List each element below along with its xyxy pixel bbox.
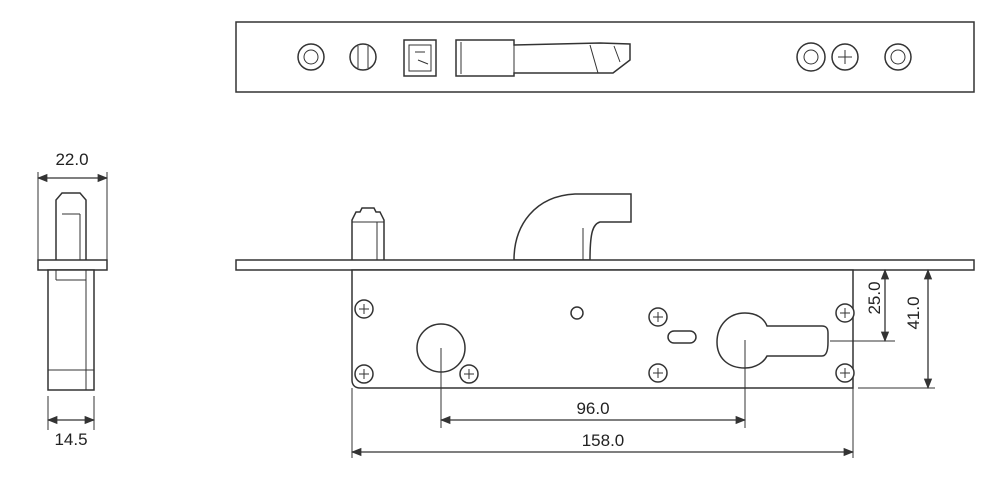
case-screw-mid [459, 364, 479, 384]
case-pin-hole [570, 306, 584, 320]
case-screw-center-top [648, 307, 668, 327]
faceplate-square-latch [403, 39, 437, 77]
dim-side-width-top: 22.0 [55, 150, 88, 169]
dim-edge-to-bottom: 41.0 [904, 296, 923, 329]
front-view: 96.0 158.0 25.0 41.0 [235, 193, 975, 458]
dim-overall-length: 158.0 [582, 431, 625, 450]
dim-backset-distance: 96.0 [576, 399, 609, 418]
case-screw-top-right [835, 303, 855, 323]
case-screw-center-bottom [648, 363, 668, 383]
side-faceplate [37, 259, 108, 271]
case-screw-bottom-left [354, 364, 374, 384]
faceplate-screw-right [831, 43, 859, 71]
top-view-faceplate [235, 21, 975, 93]
dim-side-width-bottom: 14.5 [54, 430, 87, 449]
front-latch-bolt [351, 207, 385, 260]
faceplate-hook-bolt [455, 39, 631, 77]
side-body [47, 269, 95, 391]
faceplate-hole-right-1 [796, 42, 826, 72]
front-faceplate [235, 259, 975, 271]
faceplate-latch-screw [349, 43, 377, 71]
faceplate-hole-left [297, 43, 325, 71]
side-latch-tongue [55, 192, 87, 265]
case-screw-bottom-right [835, 363, 855, 383]
side-view: 22.0 14.5 [36, 150, 109, 449]
front-hook-bolt [513, 193, 632, 261]
case-screw-top-left [354, 299, 374, 319]
faceplate-hole-right-2 [884, 43, 912, 71]
case-slot [667, 330, 697, 344]
dim-edge-to-center: 25.0 [865, 281, 884, 314]
